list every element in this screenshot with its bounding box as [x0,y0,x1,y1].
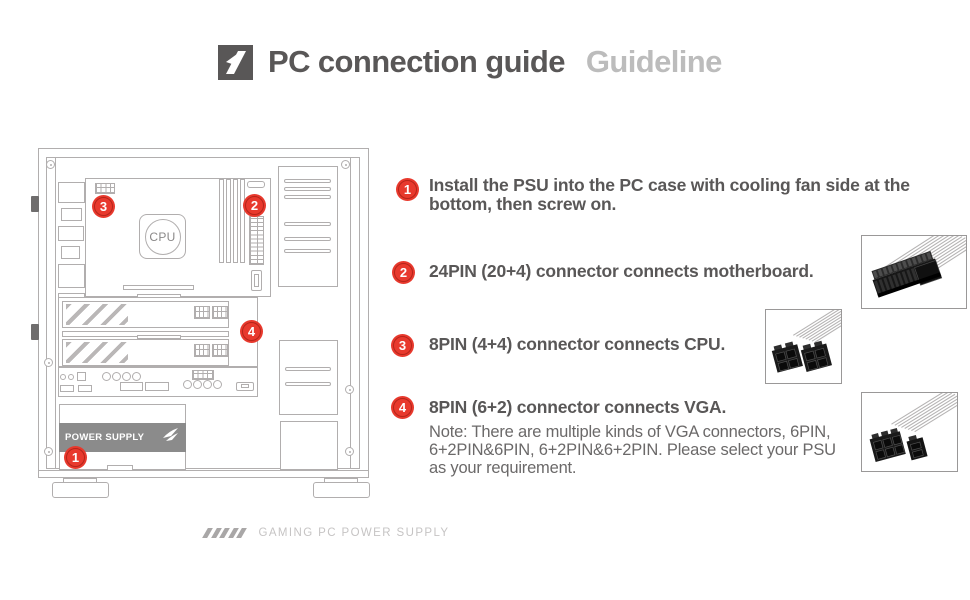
drive-cage [279,340,338,415]
case-foot-tab [324,478,358,483]
screw [341,160,350,169]
screw [44,447,53,456]
1stplayer-brand-icon [218,44,253,80]
psu-notch [107,465,133,470]
wing-emblem-icon [162,426,180,449]
ram-slot [226,179,231,263]
8pin-4plus4-connector-image [765,309,842,384]
front-panel-port [183,380,192,389]
ram-slot [219,179,224,263]
gpu-power-connector [194,306,210,319]
front-panel-port [77,372,86,381]
instruction-1-badge: 1 [396,178,419,201]
page-subtitle: Guideline [585,44,722,79]
instruction-4-badge: 4 [391,396,414,419]
instruction-4-note: Note: There are multiple kinds of VGA co… [429,423,836,477]
instruction-2-badge: 2 [392,261,415,284]
page-header: PC connection guide Guideline [218,44,722,80]
footer-text: GAMING PC POWER SUPPLY [258,527,450,539]
case-foot [52,482,109,498]
slashes-icon [202,528,248,538]
instruction-2-text: 24PIN (20+4) connector connects motherbo… [429,261,814,281]
drive-bay-slot [284,237,331,241]
case-latch-tab [31,324,39,340]
instruction-3-badge: 3 [391,334,414,357]
drive-cage [278,166,338,287]
front-panel-port [203,380,212,389]
front-panel-port [102,372,111,381]
gpu-hatch [66,342,128,363]
front-panel-port [120,382,143,391]
drive-bay-slot [284,187,331,191]
front-panel-port [60,374,66,380]
pcie-slot [123,285,194,290]
drive-bay-slot [285,367,331,371]
front-panel-port [213,380,222,389]
front-panel-header [192,370,214,380]
io-port [61,208,82,221]
gpu-power-connector [212,344,228,357]
diagram-marker-4: 4 [240,320,263,343]
gpu-power-connector [194,344,210,357]
front-panel-port [122,372,131,381]
fan-header [247,181,265,188]
case-base-rail [38,470,369,478]
gpu-bracket [137,335,181,339]
diagram-marker-2: 2 [243,194,266,217]
psu-label: POWER SUPPLY [65,432,145,443]
case-left-rail [55,157,56,469]
front-panel-port [78,385,92,392]
front-panel-port [193,380,202,389]
cpu-power-connector [95,183,115,194]
screw [345,447,354,456]
gpu-hatch [66,304,128,325]
io-port [61,246,80,259]
front-panel-port [145,382,169,391]
drive-bay-slot [284,179,331,183]
ram-slot [240,179,245,263]
io-port [58,226,84,241]
front-panel-port [68,374,74,380]
front-panel-port [112,372,121,381]
footer: GAMING PC POWER SUPPLY [202,527,450,539]
front-panel-port-pin [241,384,249,388]
case-foot [313,482,370,498]
drive-bay-slot [284,195,331,199]
screw [345,385,354,394]
io-port [58,264,85,288]
front-panel-port [132,372,141,381]
drive-cage [280,421,338,470]
io-port [58,182,85,203]
drive-bay-slot [284,249,331,253]
usb-header-pin [254,274,259,287]
24pin-connector-image [861,235,967,309]
instruction-4-text: 8PIN (6+2) connector connects VGA. [429,397,727,417]
diagram-marker-1: 1 [64,446,87,469]
case-foot-tab [63,478,97,483]
case-right-rail [350,157,351,469]
cpu-socket-circle: CPU [144,218,181,255]
24pin-connector-socket [249,216,264,265]
8pin-6plus2-connector-image [861,392,958,472]
drive-bay-slot [284,222,331,226]
diagram-marker-3: 3 [92,195,115,218]
ram-slot [233,179,238,263]
screw [44,358,53,367]
page-title: PC connection guide [268,44,565,79]
instruction-3-text: 8PIN (4+4) connector connects CPU. [429,334,726,354]
front-panel-port [60,385,74,392]
screw [46,160,55,169]
cpu-socket: CPU [139,214,186,259]
instruction-1-text: Install the PSU into the PC case with co… [429,175,910,214]
case-latch-tab [31,196,39,212]
drive-bay-slot [285,382,331,386]
gpu-power-connector [212,306,228,319]
cpu-label: CPU [149,229,176,244]
